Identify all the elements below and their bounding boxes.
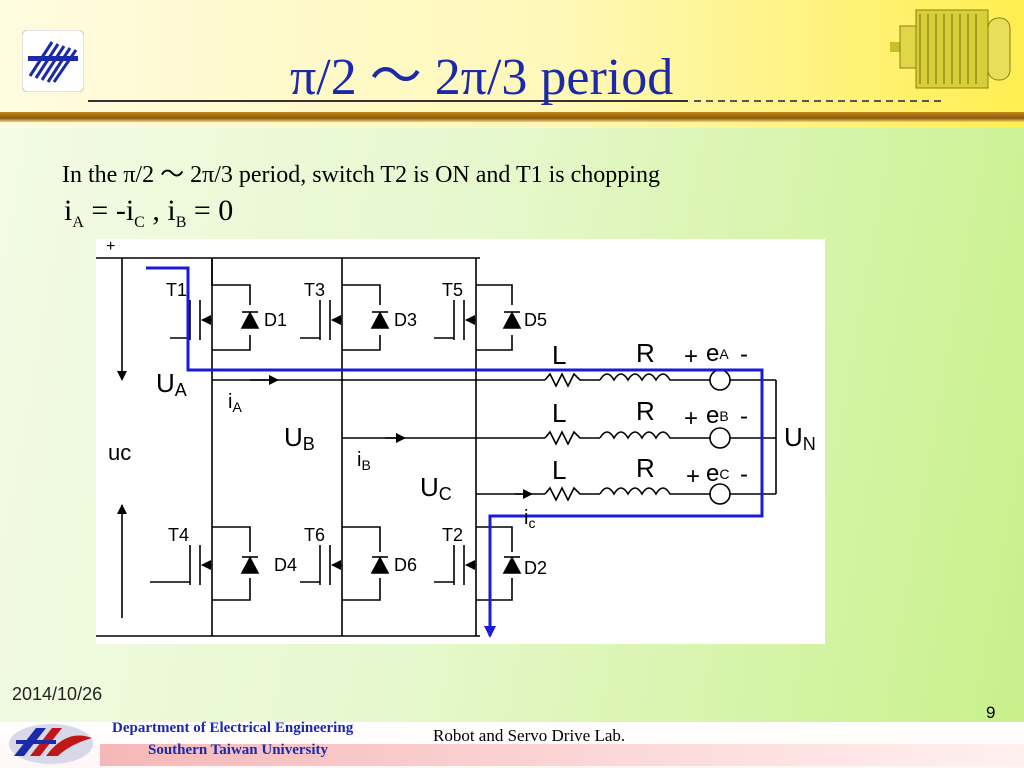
university-emblem-icon xyxy=(9,724,93,764)
current-path-phase-a xyxy=(146,266,764,638)
ub-label-sub: B xyxy=(303,434,315,454)
un-label: UN xyxy=(784,422,816,454)
inductor-a-label: L xyxy=(552,340,566,370)
footer-department: Department of Electrical Engineering xyxy=(112,720,354,736)
current-formula: iA = -iC , iB = 0 xyxy=(64,194,233,232)
ib-label-sub: B xyxy=(361,457,370,473)
transistor-t4-label: T4 xyxy=(168,525,189,545)
ea-minus-label: - xyxy=(740,341,748,368)
slide-subtitle: In the π/2 ～ 2π/3 period, switch T2 is O… xyxy=(62,162,660,188)
formula-ib-sub: B xyxy=(175,214,187,231)
ec-label-sub: C xyxy=(719,466,729,482)
page-number: 9 xyxy=(986,703,996,722)
diode-d2-label: D2 xyxy=(524,558,547,578)
ia-label-main: i xyxy=(228,391,232,413)
header-dashed-rule xyxy=(694,100,944,102)
resistor-b-label: R xyxy=(636,396,655,426)
inverter-circuit-diagram: + uc UA UB UC UN iA iB ic T1 T3 T5 T4 T6… xyxy=(96,239,825,644)
formula-equals-zero: = 0 xyxy=(186,194,234,227)
uc-phase-label-sub: C xyxy=(439,484,452,504)
formula-ia: i xyxy=(64,194,73,227)
ic-label-sub: c xyxy=(528,515,535,531)
uc-phase-label-main: U xyxy=(420,472,439,502)
header-rule-thick xyxy=(0,112,1024,122)
ua-label: UA xyxy=(156,368,187,400)
ec-label-main: e xyxy=(706,460,719,487)
ua-label-sub: A xyxy=(175,380,187,400)
ec-plus-label: + xyxy=(686,463,700,490)
formula-ib: i xyxy=(167,194,176,227)
ib-label-main: i xyxy=(357,449,361,471)
ic-label-main: i xyxy=(524,507,528,529)
transistor-t1-label: T1 xyxy=(166,280,187,300)
resistor-a-label: R xyxy=(636,338,655,368)
ea-label: eA xyxy=(706,340,729,367)
eb-label-main: e xyxy=(706,402,719,429)
eb-minus-label: - xyxy=(740,403,748,430)
ec-label: eC xyxy=(706,460,729,487)
ic-label: ic xyxy=(524,507,535,531)
transistor-t6-label: T6 xyxy=(304,525,325,545)
un-label-main: U xyxy=(784,422,803,452)
uc-label: uc xyxy=(108,440,131,465)
diode-d6-label: D6 xyxy=(394,555,417,575)
ia-label-sub: A xyxy=(232,399,242,415)
footer-lab-name: Robot and Servo Drive Lab. xyxy=(433,726,626,745)
ea-plus-label: + xyxy=(684,343,698,370)
ub-label-main: U xyxy=(284,422,303,452)
footer-university: Southern Taiwan University xyxy=(148,742,329,758)
formula-ic-sub: C xyxy=(134,214,145,231)
ua-label-main: U xyxy=(156,368,175,398)
slide-header xyxy=(0,0,1024,128)
transistor-t2-label: T2 xyxy=(442,525,463,545)
inductor-c-label: L xyxy=(552,455,566,485)
plus-terminal-label: + xyxy=(106,239,115,255)
formula-ia-sub: A xyxy=(72,214,84,231)
resistor-c-label: R xyxy=(636,453,655,483)
uc-phase-label: UC xyxy=(420,472,452,504)
transistor-t5-label: T5 xyxy=(442,280,463,300)
eb-label: eB xyxy=(706,402,729,429)
inductor-b-label: L xyxy=(552,398,566,428)
formula-ic: i xyxy=(125,194,135,227)
diode-d3-label: D3 xyxy=(394,310,417,330)
header-rule-thin xyxy=(88,100,688,102)
formula-separator: , xyxy=(144,194,168,227)
diode-d5-label: D5 xyxy=(524,310,547,330)
eb-plus-label: + xyxy=(684,405,698,432)
slide-date: 2014/10/26 xyxy=(12,684,103,704)
ia-label: iA xyxy=(228,391,242,415)
ec-minus-label: - xyxy=(740,461,748,488)
ea-label-main: e xyxy=(706,340,719,367)
ea-label-sub: A xyxy=(719,346,729,362)
un-label-sub: N xyxy=(803,434,816,454)
diode-d4-label: D4 xyxy=(274,555,297,575)
footer-accent-band xyxy=(100,744,1024,766)
motor-icon xyxy=(890,9,1011,89)
page-title: π/2 ～ 2π/3 period xyxy=(290,49,674,106)
ub-label: UB xyxy=(284,422,315,454)
formula-equals-minus: = - xyxy=(83,194,126,227)
transistor-t3-label: T3 xyxy=(304,280,325,300)
eb-label-sub: B xyxy=(719,408,728,424)
ib-label: iB xyxy=(357,449,371,473)
diode-d1-label: D1 xyxy=(264,310,287,330)
university-logo-icon xyxy=(22,30,84,92)
